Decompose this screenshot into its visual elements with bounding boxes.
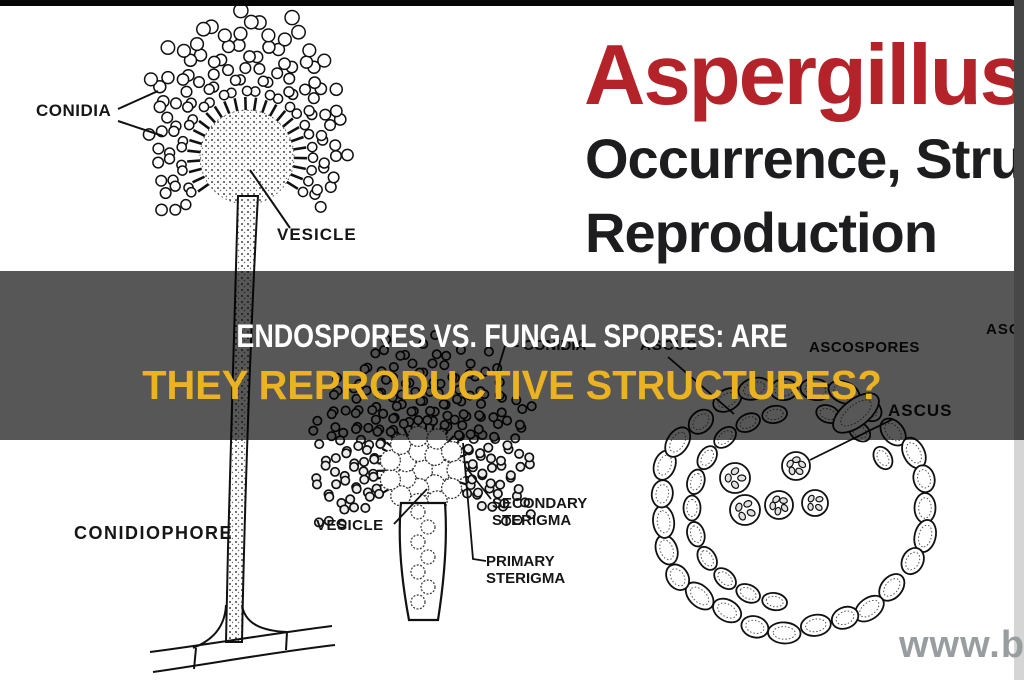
label-secondary-line2: STERIGMA [492,512,572,530]
heading-reproduction: Reproduction [585,201,938,264]
label-conidia-left-figure: CONIDIA [36,101,112,120]
heading-occurrence-structure: Occurrence, Struc [585,127,1024,190]
label-primary-sterigma: PRIMARY STERIGMA [486,553,565,588]
banner-line1: ENDOSPORES VS. FUNGAL SPORES: ARE [236,318,788,354]
watermark-text: www.bio [899,624,1024,666]
right-edge-strip-light [1014,440,1024,680]
label-secondary-sterigma: SECONDARY STERIGMA [492,495,587,530]
title-banner-overlay: ENDOSPORES VS. FUNGAL SPORES: ARE THEY R… [0,271,1024,440]
label-vesicle-middle-figure: VESICLE [316,517,384,534]
label-secondary-line1: SECONDARY [492,495,588,512]
right-edge-strip-dark [1014,0,1024,440]
label-vesicle-left-figure: VESICLE [277,225,357,244]
banner-line2: THEY REPRODUCTIVE STRUCTURES? [142,362,882,408]
label-conidiophore: CONIDIOPHORE [74,523,234,543]
label-primary-line2: STERIGMA [486,570,566,588]
top-black-bar [0,0,1024,6]
label-primary-line1: PRIMARY [486,553,555,570]
heading-aspergillus: Aspergillus [584,28,1024,123]
